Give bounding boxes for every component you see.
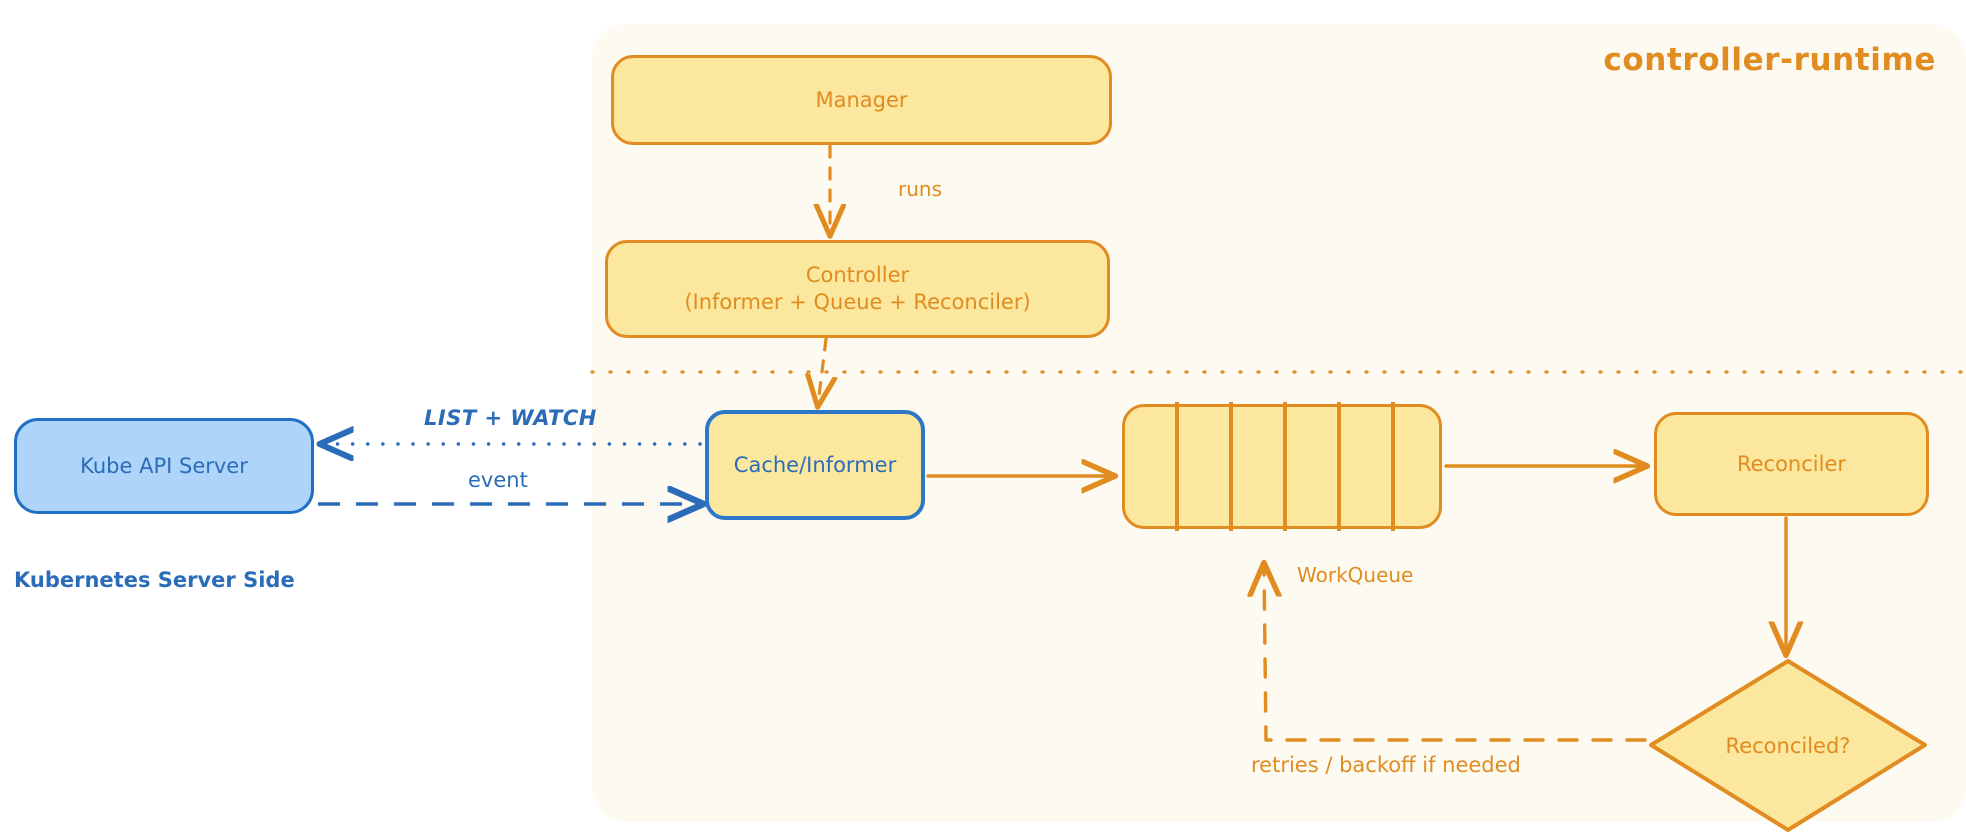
workqueue-divider [1229, 402, 1233, 531]
node-reconciled-decision[interactable]: Reconciled? [1648, 658, 1928, 833]
node-controller[interactable]: Controller (Informer + Queue + Reconcile… [605, 240, 1110, 338]
node-cache-informer-label: Cache/Informer [733, 452, 897, 477]
node-reconciled-label: Reconciled? [1725, 733, 1851, 758]
edge-label-list-watch: LIST + WATCH [424, 406, 597, 430]
workqueue-caption: WorkQueue [1297, 563, 1414, 587]
node-manager-label: Manager [815, 87, 908, 112]
workqueue-divider [1391, 402, 1395, 531]
node-workqueue[interactable] [1122, 402, 1442, 531]
node-kube-api-server-label: Kube API Server [80, 453, 248, 478]
workqueue-divider [1337, 402, 1341, 531]
workqueue-divider [1175, 402, 1179, 531]
edge-label-runs: runs [898, 177, 942, 201]
node-kube-api-server[interactable]: Kube API Server [14, 418, 314, 514]
reconciled-diamond-shape [1649, 659, 1927, 832]
edge-label-event: event [468, 468, 528, 492]
node-reconciler-label: Reconciler [1736, 451, 1847, 476]
node-cache-informer[interactable]: Cache/Informer [705, 410, 925, 520]
kubernetes-server-side-caption: Kubernetes Server Side [14, 568, 295, 592]
node-reconciler[interactable]: Reconciler [1654, 412, 1929, 516]
panel-title: controller-runtime [1603, 42, 1936, 78]
edge-label-retries: retries / backoff if needed [1251, 753, 1521, 777]
node-manager[interactable]: Manager [611, 55, 1112, 145]
node-controller-label: Controller (Informer + Queue + Reconcile… [684, 263, 1031, 314]
workqueue-divider [1283, 402, 1287, 531]
